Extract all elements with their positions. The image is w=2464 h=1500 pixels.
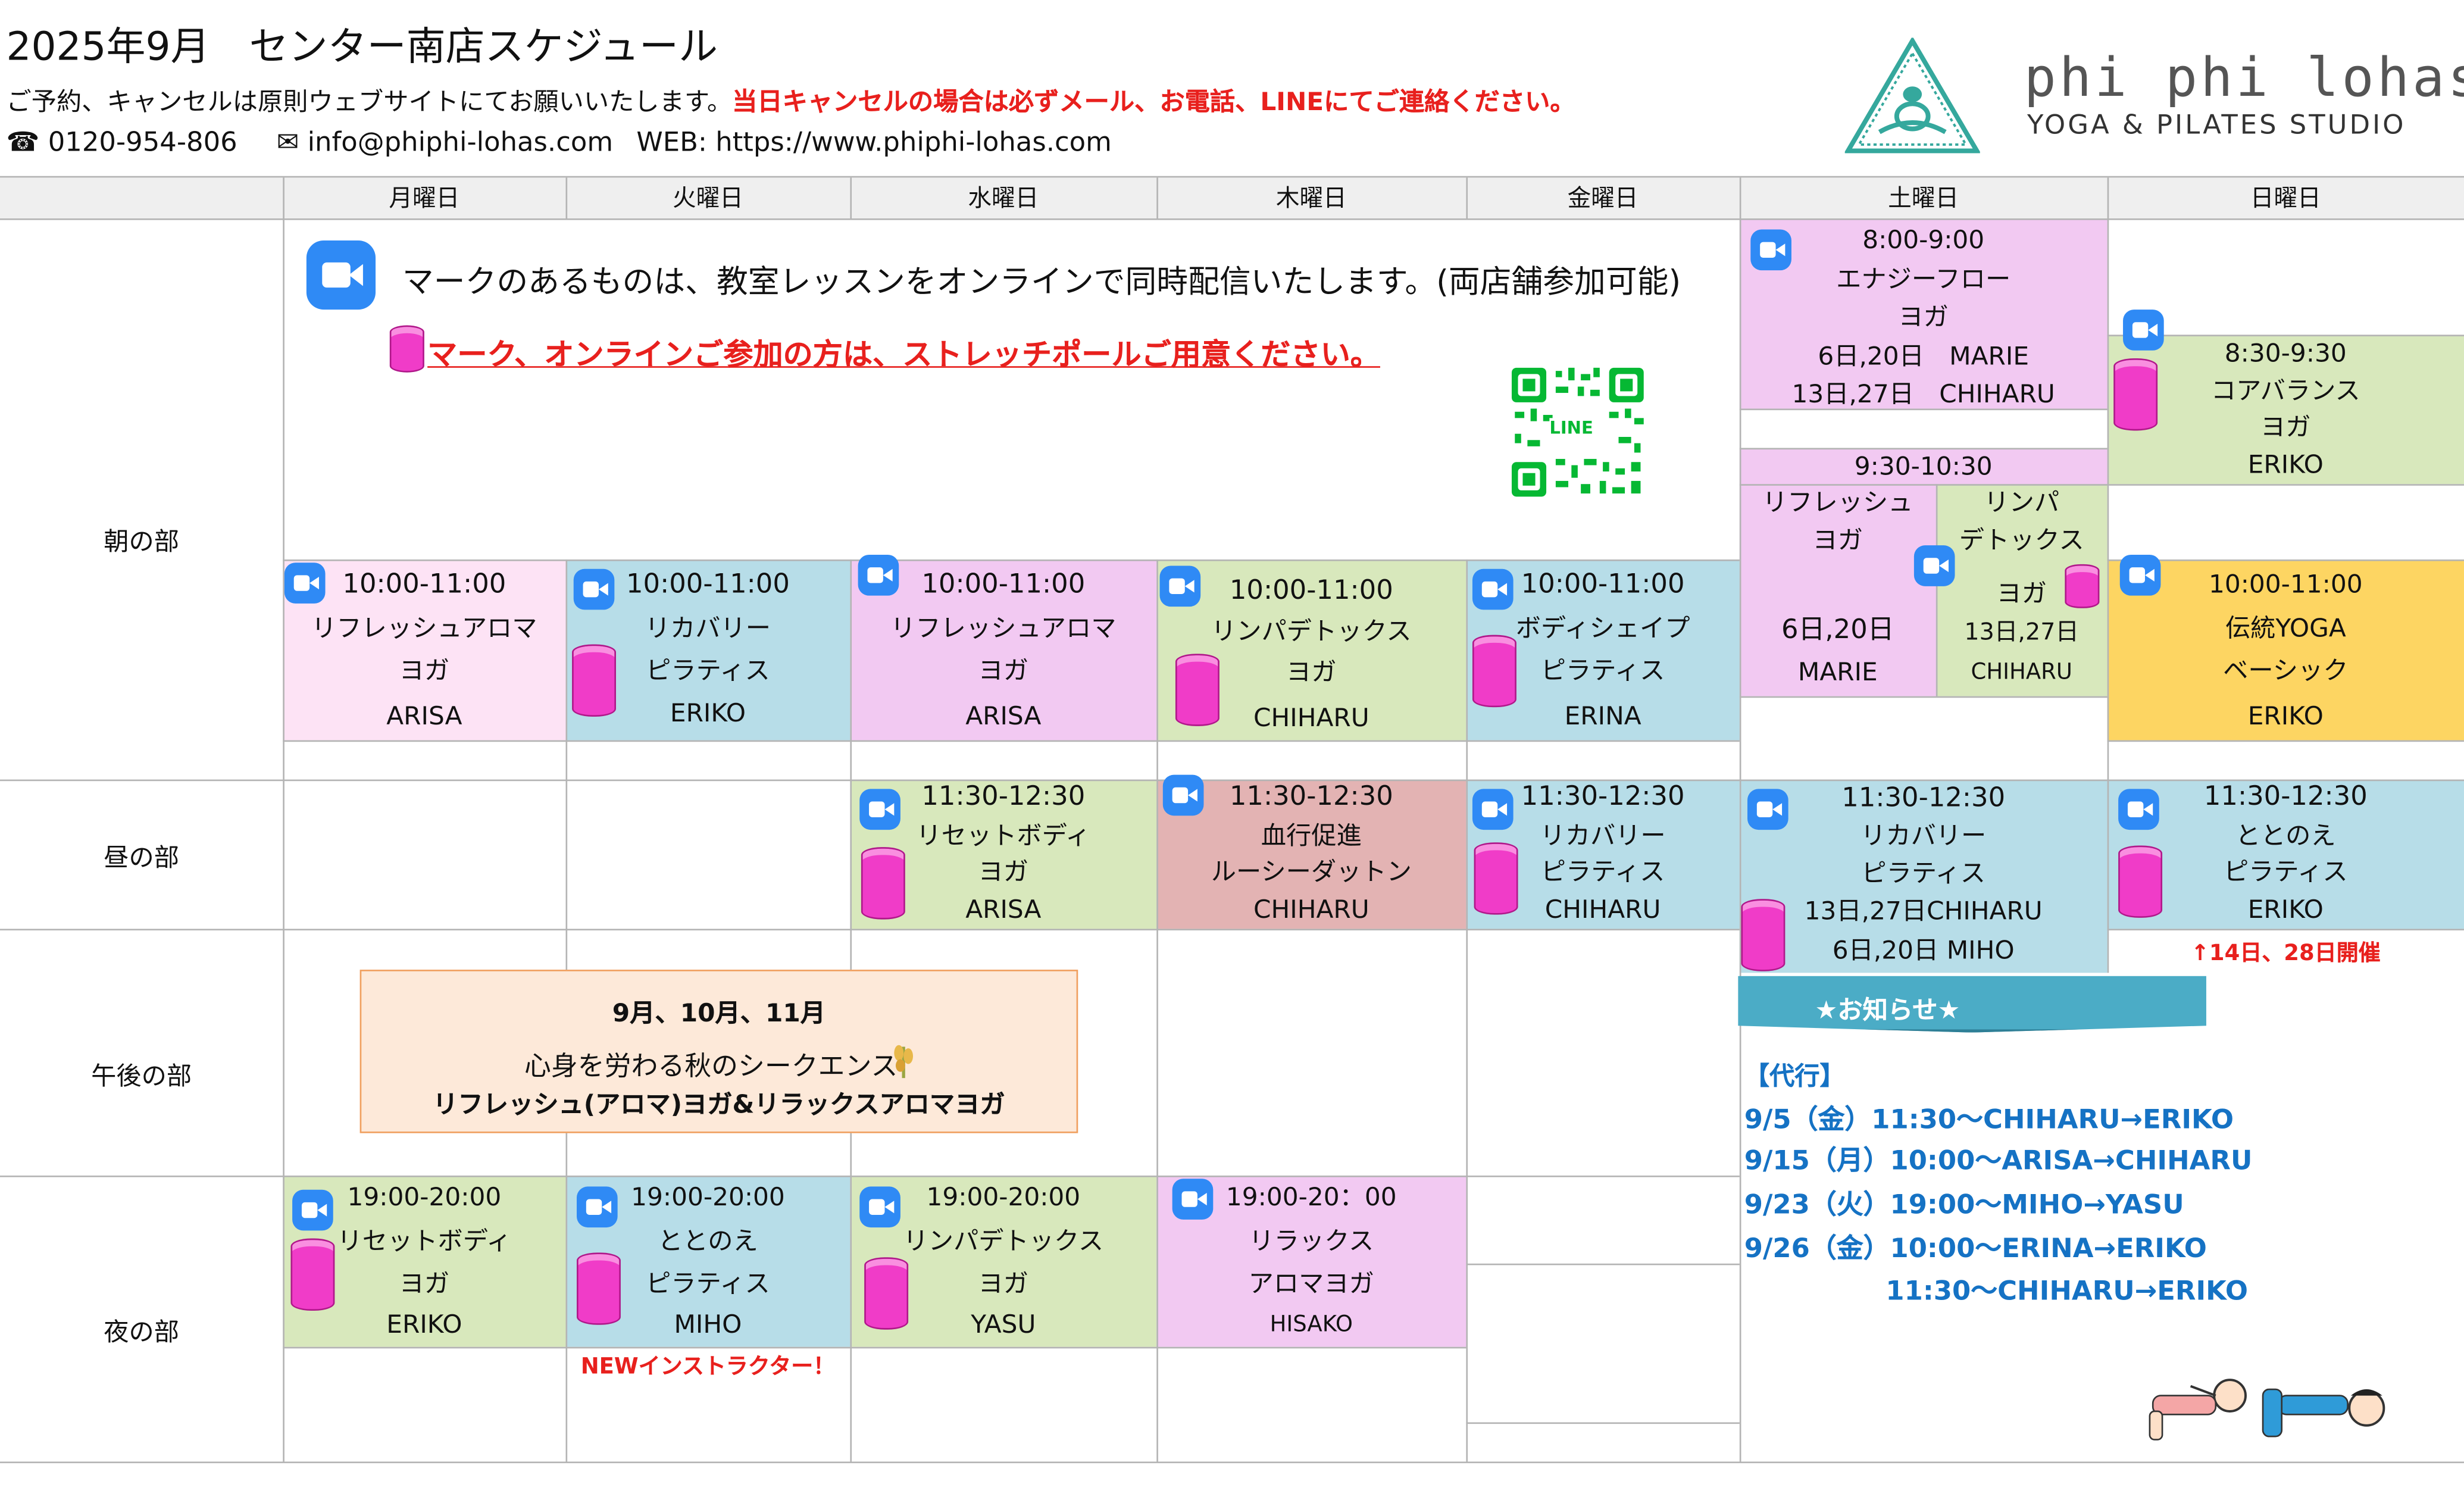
zoom-icon [576,1186,618,1228]
stretch-pole-icon [576,1252,621,1325]
news-item: 9/23（火）19:00～MIHO→YASU [1744,1189,2184,1221]
class-sat-0930-time: 9:30-10:30 [1854,451,1993,481]
day-header-mon: 月曜日 [389,183,460,212]
email-address[interactable]: ✉ info@phiphi-lohas.com [276,127,614,159]
day-header-sun: 日曜日 [2250,183,2321,212]
class-sun-1130[interactable]: 11:30-12:30 ととのえ ピラティス ERIKO [2203,781,2368,924]
class-tue-1000[interactable]: 10:00-11:00 リカバリー ピラティス ERIKO [626,568,790,728]
promo-box: 9月、10月、11月 心身を労わる秋のシークエンス リフレッシュ(アロマ)ヨガ&… [359,970,1078,1133]
zoom-icon [859,789,900,830]
stretch-pole-icon [1472,635,1516,708]
day-header-band [0,177,2464,219]
class-thu-1900[interactable]: 19:00-20：00 リラックス アロマヨガ HISAKO [1225,1182,1397,1338]
stretch-pole-icon [861,847,905,920]
stretch-pole-icon [389,325,424,373]
zoom-icon [1172,1179,1214,1220]
new-instructor-note: NEWインストラクター！ [580,1354,836,1380]
lotus-triangle-logo-icon [1844,38,1980,154]
stretch-pole-icon [2065,564,2100,608]
class-wed-1900[interactable]: 19:00-20:00 リンパデトックス ヨガ YASU [903,1182,1104,1339]
day-header-sat: 土曜日 [1888,183,1959,212]
stretch-pole-icon [864,1257,909,1330]
class-tue-1900[interactable]: 19:00-20:00 ととのえ ピラティス MIHO [631,1182,785,1339]
news-item: 11:30～CHIHARU→ERIKO [1885,1276,2249,1308]
pole-note-text: マーク、オンラインご参加の方は、ストレッチポールご用意ください。 [427,338,1380,373]
class-sat-0930-refresh[interactable]: リフレッシュ ヨガ 6日,20日 MARIE [1762,487,1913,687]
zoom-icon [2119,555,2161,596]
class-wed-1000[interactable]: 10:00-11:00 リフレッシュアロマ ヨガ ARISA [890,568,1117,731]
zoom-icon [2118,789,2159,830]
stretch-pole-icon [1741,899,1786,971]
zoom-icon [858,555,899,596]
day-header-fri: 金曜日 [1567,183,1639,212]
zoom-icon [1159,565,1201,607]
class-sat-1130[interactable]: 11:30-12:30 リカバリー ピラティス 13日,27日CHIHARU 6… [1804,782,2043,965]
news-item: 9/26（金）10:00～ERINA→ERIKO [1744,1233,2207,1265]
brand-subtitle: YOGA & PILATES STUDIO [2027,110,2406,142]
zoom-icon [1913,545,1955,586]
zoom-icon [1162,774,1204,816]
zoom-icon [573,568,615,610]
period-night: 夜の部 [104,1317,179,1347]
day-header-tue: 火曜日 [673,183,743,212]
phone-number: ☎ 0120-954-806 [6,127,237,159]
zoom-icon [2123,310,2164,351]
qr-label: LINE [1549,418,1593,439]
news-item: 9/5（金）11:30～CHIHARU→ERIKO [1744,1105,2234,1136]
class-wed-1130[interactable]: 11:30-12:30 リセットボディ ヨガ ARISA [916,781,1091,924]
wheat-icon [894,1045,914,1079]
stretch-pole-icon [290,1238,335,1311]
line-qr-code-icon[interactable] [1508,364,1647,500]
class-sun-0830[interactable]: 8:30-9:30 コアバランス ヨガ ERIKO [2210,338,2360,479]
class-mon-1000[interactable]: 10:00-11:00 リフレッシュアロマ ヨガ ARISA [311,568,537,731]
class-fri-1130[interactable]: 11:30-12:30 リカバリー ピラティス CHIHARU [1521,781,1685,924]
zoom-icon [1750,229,1791,271]
zoom-icon [1472,568,1514,610]
class-thu-1000[interactable]: 10:00-11:00 リンパデトックス ヨガ CHIHARU [1211,575,1412,733]
stretch-pole-icon [2113,358,2158,431]
promo-months: 9月、10月、11月 [612,998,826,1028]
class-sat-0930-lymph[interactable]: リンパ デトックス ヨガ 13日,27日 CHIHARU [1959,487,2084,686]
class-sat-0800[interactable]: 8:00-9:00 エナジーフロー ヨガ 6日,20日 MARIE 13日,27… [1791,224,2055,409]
news-banner-text: ★お知らせ★ [1815,995,1960,1025]
class-fri-1000[interactable]: 10:00-11:00 ボディシェイプ ピラティス ERINA [1515,568,1690,731]
class-sun-1000[interactable]: 10:00-11:00 伝統YOGA ベーシック ERIKO [2208,568,2363,731]
zoom-icon [306,240,376,310]
sun-noon-note: ↑14日、28日開催 [2190,941,2381,967]
yoga-people-illustration-icon [2149,1379,2385,1440]
notice-line: ご予約、キャンセルは原則ウェブサイトにてお願いいたします。当日キャンセルの場合は… [7,80,1575,118]
online-note-text: マークのあるものは、教室レッスンをオンラインで同時配信いたします。(両店舗参加可… [402,262,1681,301]
day-header-wed: 水曜日 [968,183,1039,212]
stretch-pole-icon [1474,842,1518,915]
news-banner [1738,976,2206,1033]
period-afternoon: 午後の部 [91,1061,192,1091]
day-header-thu: 木曜日 [1275,183,1347,212]
zoom-icon [284,562,326,604]
zoom-icon [859,1186,900,1228]
promo-title: 心身を労わる秋のシークエンス [524,1051,898,1083]
page-title: 2025年9月 センター南店スケジュール [6,23,718,70]
period-noon: 昼の部 [104,842,179,873]
stretch-pole-icon [1175,654,1220,726]
stretch-pole-icon [572,644,616,717]
class-mon-1900[interactable]: 19:00-20:00 リセットボディ ヨガ ERIKO [337,1182,512,1339]
news-heading: 【代行】 [1744,1061,1845,1091]
notice-prefix: ご予約、キャンセルは原則ウェブサイトにてお願いいたします。 [6,86,733,117]
news-item: 9/15（月）10:00～ARISA→CHIHARU [1744,1145,2253,1177]
website-url[interactable]: WEB: https://www.phiphi-lohas.com [636,127,1112,159]
promo-classes: リフレッシュ(アロマ)ヨガ&リラックスアロマヨガ [433,1089,1005,1119]
zoom-icon [1472,789,1514,830]
notice-red: 当日キャンセルの場合は必ずメール、お電話、LINEにてご連絡ください。 [732,86,1575,117]
zoom-icon [1747,789,1788,830]
stretch-pole-icon [2118,845,2163,918]
zoom-icon [292,1189,333,1231]
class-thu-1130[interactable]: 11:30-12:30 血行促進 ルーシーダットン CHIHARU [1211,781,1412,924]
period-morning: 朝の部 [104,526,179,557]
brand-name: phi phi lohas [2024,47,2464,110]
